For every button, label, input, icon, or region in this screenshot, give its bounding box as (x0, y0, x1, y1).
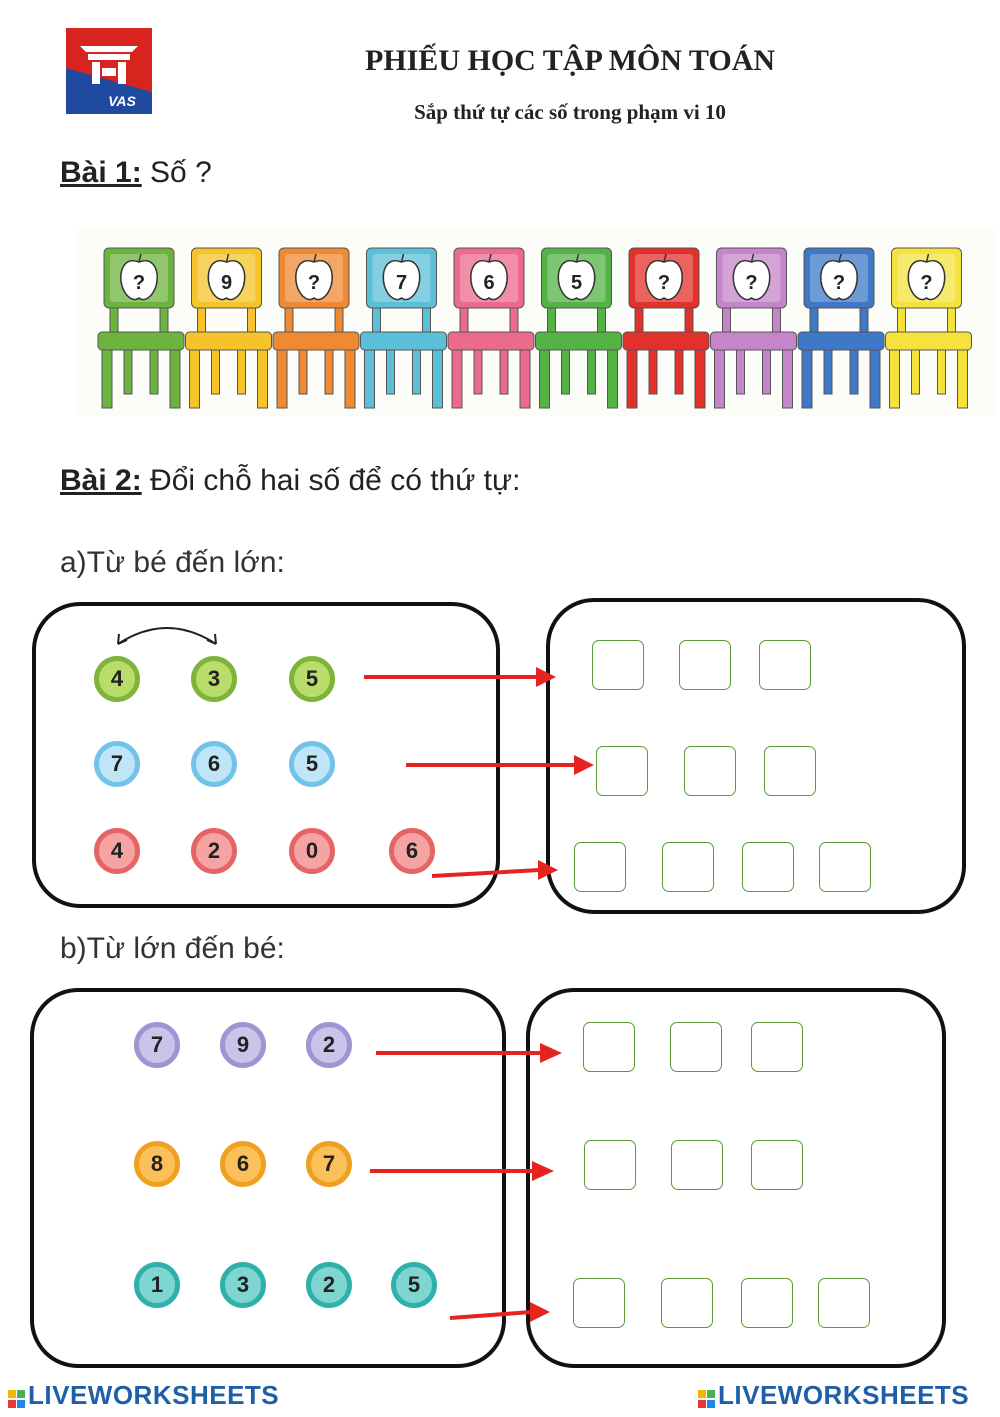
worksheet-subtitle: Sắp thứ tự các số trong phạm vi 10 (414, 100, 726, 124)
answer-box[interactable] (684, 746, 736, 796)
chair: ? (797, 247, 885, 409)
number-circle[interactable]: 8 (134, 1141, 180, 1187)
number-circle[interactable]: 6 (389, 828, 435, 874)
chair-number-label: ? (833, 272, 845, 294)
chairs-illustration: ? 9? 7 6 5???? (78, 228, 996, 416)
footer-brand-left: LIVEWORKSHEETS (8, 1380, 279, 1411)
number-circle[interactable]: 1 (134, 1262, 180, 1308)
answer-box[interactable] (583, 1022, 635, 1072)
number-circle[interactable]: 5 (289, 656, 335, 702)
chair: 6 (447, 247, 535, 409)
number-circle[interactable]: 2 (191, 828, 237, 874)
answer-box[interactable] (584, 1140, 636, 1190)
arrow-right-icon (370, 1161, 554, 1181)
part-b-numbers-panel (30, 988, 506, 1368)
chair-number-label: 9 (221, 272, 232, 294)
exercise1-text: Số ? (150, 156, 212, 189)
arrow-right-icon (406, 755, 594, 775)
chair-number-label: 7 (396, 272, 407, 294)
chair-number-label: ? (133, 272, 145, 294)
number-circle[interactable]: 2 (306, 1262, 352, 1308)
answer-box[interactable] (573, 1278, 625, 1328)
part-a-heading: a)Từ bé đến lớn: (60, 546, 285, 579)
chair: ? (710, 247, 797, 409)
svg-text:VAS: VAS (108, 93, 136, 109)
answer-box[interactable] (751, 1140, 803, 1190)
number-circle[interactable]: 7 (134, 1022, 180, 1068)
answer-box[interactable] (764, 746, 816, 796)
number-circle[interactable]: 6 (220, 1141, 266, 1187)
answer-box[interactable] (670, 1022, 722, 1072)
arrow-right-icon (364, 667, 556, 687)
chair: ? (885, 247, 972, 409)
chair-number-label: ? (920, 272, 932, 294)
number-circle[interactable]: 4 (94, 656, 140, 702)
chair: ? (622, 247, 710, 409)
number-circle[interactable]: 7 (306, 1141, 352, 1187)
chair: ? (97, 247, 185, 409)
school-logo: VAS (66, 28, 152, 114)
answer-box[interactable] (596, 746, 648, 796)
answer-box[interactable] (574, 842, 626, 892)
number-circle[interactable]: 4 (94, 828, 140, 874)
answer-box[interactable] (671, 1140, 723, 1190)
part-a-answer-panel (546, 598, 966, 914)
number-circle[interactable]: 3 (191, 656, 237, 702)
chair: 7 (360, 247, 447, 409)
worksheet-title: PHIẾU HỌC TẬP MÔN TOÁN (364, 44, 776, 77)
exercise2-heading: Bài 2: Đổi chỗ hai số để có thứ tự: (60, 464, 520, 498)
answer-box[interactable] (818, 1278, 870, 1328)
answer-box[interactable] (759, 640, 811, 690)
number-circle[interactable]: 6 (191, 741, 237, 787)
chair-number-label: ? (308, 272, 320, 294)
swap-arrow-icon (117, 627, 217, 645)
arrow-right-icon (449, 1302, 550, 1322)
number-circle[interactable]: 5 (391, 1262, 437, 1308)
chair-number-label: ? (745, 272, 757, 294)
footer-brand-right: LIVEWORKSHEETS (698, 1380, 969, 1411)
chair: 9 (185, 247, 272, 409)
chair: ? (272, 247, 360, 409)
answer-box[interactable] (661, 1278, 713, 1328)
chair-number-label: ? (658, 272, 670, 294)
part-b-heading: b)Từ lớn đến bé: (60, 932, 285, 965)
part-b-answer-panel (526, 988, 946, 1368)
exercise2-text: Đổi chỗ hai số để có thứ tự: (150, 464, 521, 497)
answer-box[interactable] (741, 1278, 793, 1328)
number-circle[interactable]: 5 (289, 741, 335, 787)
exercise2-label: Bài 2: (60, 464, 142, 497)
answer-box[interactable] (679, 640, 731, 690)
answer-box[interactable] (751, 1022, 803, 1072)
arrow-right-icon (431, 860, 558, 880)
exercise1-label: Bài 1: (60, 156, 142, 189)
chair-number-label: 6 (483, 272, 494, 294)
number-circle[interactable]: 2 (306, 1022, 352, 1068)
liveworksheets-logo-icon (8, 1386, 26, 1409)
answer-box[interactable] (592, 640, 644, 690)
number-circle[interactable]: 0 (289, 828, 335, 874)
number-circle[interactable]: 7 (94, 741, 140, 787)
number-circle[interactable]: 3 (220, 1262, 266, 1308)
arrow-right-icon (376, 1043, 562, 1063)
liveworksheets-logo-icon (698, 1386, 716, 1409)
answer-box[interactable] (662, 842, 714, 892)
chair: 5 (535, 247, 622, 409)
part-a-numbers-panel (32, 602, 500, 908)
answer-box[interactable] (819, 842, 871, 892)
answer-box[interactable] (742, 842, 794, 892)
number-circle[interactable]: 9 (220, 1022, 266, 1068)
chair-number-label: 5 (571, 272, 582, 294)
exercise1-heading: Bài 1: Số ? (60, 156, 212, 190)
